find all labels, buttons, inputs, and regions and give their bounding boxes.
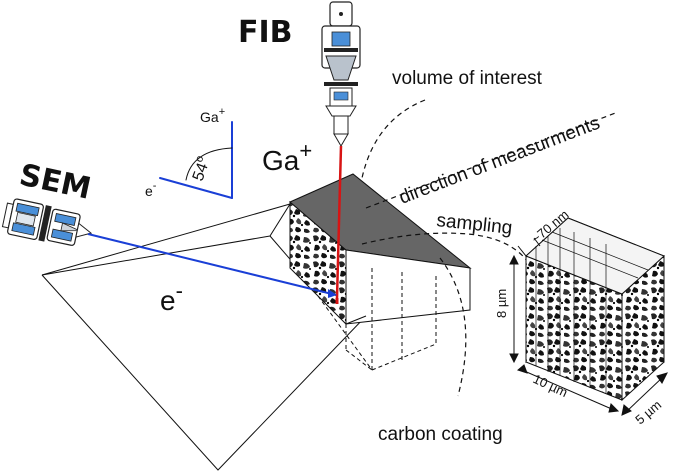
reconstructed-volume-block	[525, 216, 665, 402]
guide-curves	[361, 99, 619, 397]
sample-side-face	[345, 249, 471, 325]
electron-large-label: e-	[160, 278, 183, 316]
fib-label: FIB	[238, 15, 293, 50]
fib-column-icon	[321, 1, 361, 147]
ga-ion-small-label: Ga+	[200, 106, 225, 125]
sample-wedge	[41, 203, 367, 471]
projection-lines	[317, 268, 437, 371]
angle-indicator	[159, 121, 233, 199]
volume-of-interest-pointer	[361, 99, 426, 179]
carbon-coating-pointer	[439, 257, 467, 397]
angle-label: 54o	[187, 154, 214, 183]
dimension-height-label: 8 µm	[494, 289, 509, 318]
electron-beam	[87, 233, 337, 298]
sem-label: SEM	[16, 158, 94, 207]
carbon-coating-label: carbon coating	[378, 424, 503, 445]
volume-of-interest-label: volume of interest	[392, 68, 543, 89]
ga-ion-large-label: Ga+	[262, 138, 312, 176]
electron-small-label: e-	[145, 180, 157, 199]
dimension-arrows	[509, 237, 668, 416]
ion-beam	[335, 145, 343, 304]
sampling-pointer	[361, 232, 529, 263]
direction-of-measurements-label: direction of measurments	[396, 113, 603, 209]
sampling-label: sampling	[435, 210, 513, 239]
sem-column-icon	[1, 198, 93, 246]
